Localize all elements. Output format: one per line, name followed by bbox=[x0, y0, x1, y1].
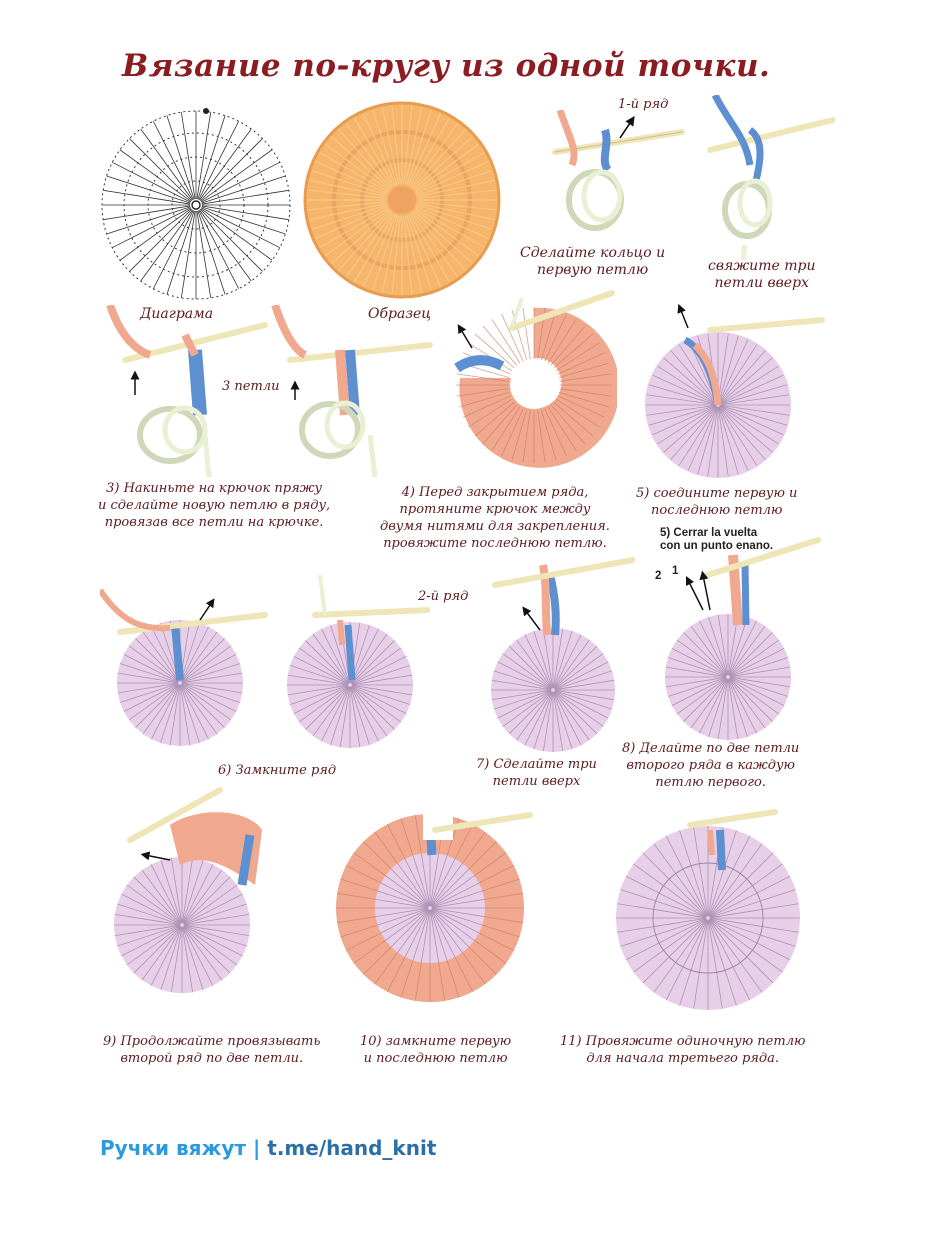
step-5-illustration bbox=[645, 303, 825, 478]
step-6-illustration-b bbox=[287, 575, 430, 748]
step-4-illustration bbox=[454, 290, 617, 468]
diagram-label: Диаграма bbox=[140, 306, 214, 322]
step-9-illustration bbox=[114, 787, 262, 993]
channel-footer: Ручки вяжут | t.me/hand_knit bbox=[100, 1136, 436, 1160]
sample-label: Образец bbox=[368, 306, 432, 322]
step-1-illustration bbox=[552, 110, 685, 231]
poster-title: Вязание по-кругу из одной точки. bbox=[122, 48, 771, 84]
step-11-illustration bbox=[616, 809, 800, 1010]
arrow-number-2: 2 bbox=[655, 570, 662, 582]
row-1-label: 1-й ряд bbox=[618, 97, 669, 112]
arrow-number-1: 1 bbox=[672, 565, 679, 577]
crochet-sample bbox=[303, 101, 501, 299]
row-2-label: 2-й ряд bbox=[418, 589, 469, 604]
channel-link[interactable]: t.me/hand_knit bbox=[267, 1136, 437, 1160]
step-2-illustration bbox=[707, 95, 835, 260]
three-loops-label: 3 петли bbox=[222, 379, 280, 394]
step-6-illustration-a bbox=[100, 588, 268, 746]
crochet-diagram bbox=[101, 108, 291, 300]
channel-name: Ручки вяжут bbox=[100, 1136, 247, 1160]
step-6-caption: 6) Замкните ряд bbox=[218, 763, 337, 778]
step-4-caption: 4) Перед закрытием ряда,протяните крючок… bbox=[380, 485, 610, 551]
footer-separator: | bbox=[252, 1136, 261, 1160]
step-8-illustration bbox=[665, 537, 821, 740]
step-7-illustration bbox=[491, 557, 635, 752]
step-3-illustration bbox=[106, 305, 433, 478]
step-10-illustration bbox=[336, 800, 533, 1002]
